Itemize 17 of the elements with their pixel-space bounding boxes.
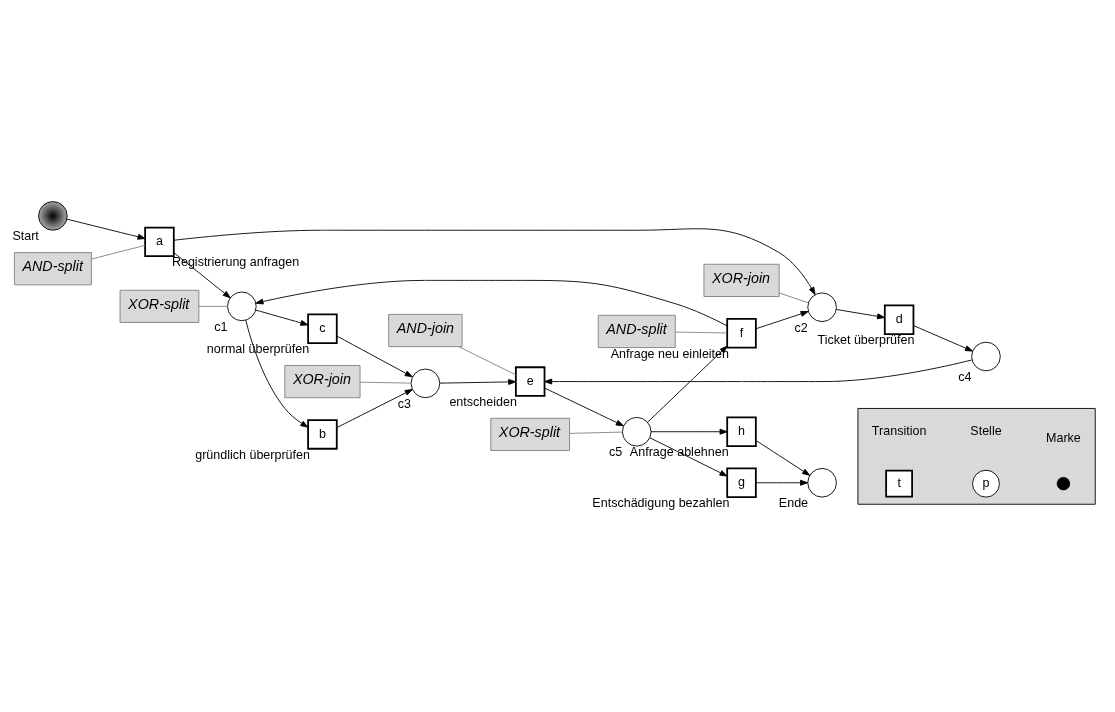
legend-label: Transition <box>871 423 927 438</box>
node-label: c4 <box>958 369 972 384</box>
legend-label: Stelle <box>970 423 1002 438</box>
label: t <box>897 475 901 490</box>
legend-label: Marke <box>1046 430 1081 445</box>
node-label: entscheiden <box>449 394 517 409</box>
node-label: Start <box>12 228 39 243</box>
node-label: Entschädigung bezahlen <box>592 495 730 510</box>
node-label: c1 <box>214 319 228 334</box>
node-label: gründlich überprüfen <box>195 447 310 462</box>
label: p <box>982 475 990 490</box>
node-label: c3 <box>397 396 411 411</box>
node-label: c5 <box>609 444 623 459</box>
node-label: Ticket überprüfen <box>817 332 915 347</box>
node-label: c2 <box>794 320 808 335</box>
node-label: Anfrage ablehnen <box>629 444 729 459</box>
node-label: Ende <box>778 495 809 510</box>
